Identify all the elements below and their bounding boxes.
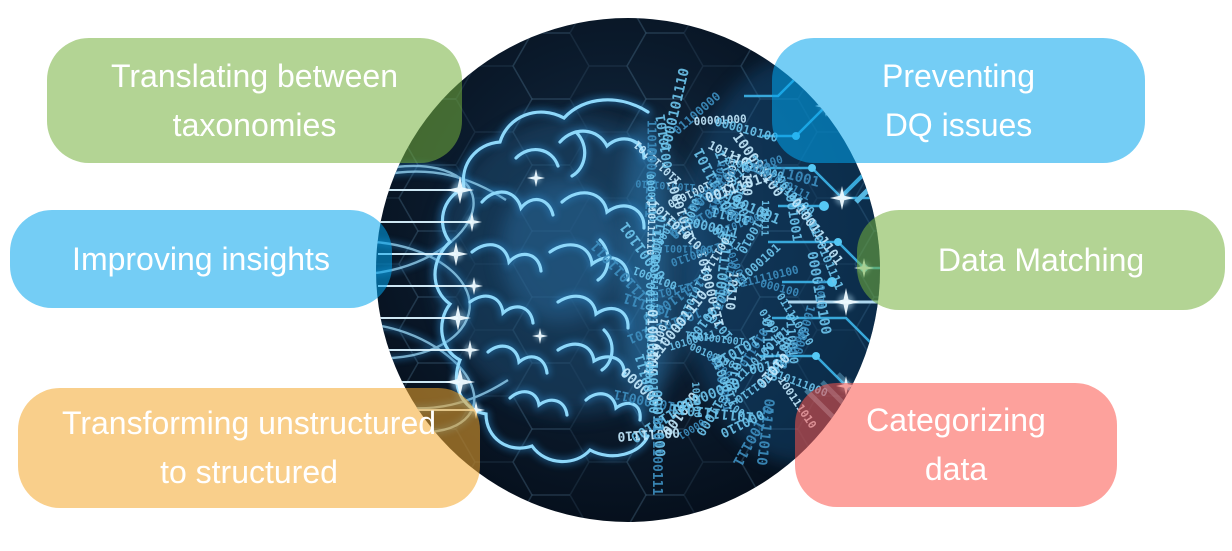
svg-text:0110010: 0110010 [783,313,801,365]
svg-text:11000: 11000 [648,228,664,265]
badge-text: Data Matching [937,241,1145,278]
svg-text:01100: 01100 [738,157,754,197]
svg-text:10101: 10101 [725,353,747,394]
label-data-matching: Data Matching [857,210,1225,310]
organic-brain-outline [433,98,650,464]
svg-text:11010001: 11010001 [642,336,656,385]
label-transforming-unstructured-to-structured: Transforming unstructured to structured [18,388,480,508]
svg-text:111110: 111110 [649,214,670,263]
svg-text:1101100: 1101100 [646,363,660,414]
svg-text:110100: 110100 [645,120,659,163]
svg-text:001001: 001001 [782,194,804,243]
svg-text:01000100: 01000100 [643,309,659,376]
label-improving-insights: Improving insights [10,210,392,308]
badge-text: Preventing DQ issues [882,57,1035,143]
label-translating-between-taxonomies: Translating between taxonomies [47,38,462,163]
svg-text:00101110: 00101110 [642,282,657,340]
svg-text:000011011: 000011011 [641,147,658,218]
svg-text:1100101010: 1100101010 [635,177,696,192]
svg-text:00011110: 00011110 [617,424,681,443]
svg-text:101000: 101000 [689,381,702,418]
svg-text:10110: 10110 [721,270,740,311]
svg-text:110111110: 110111110 [644,201,657,256]
label-categorizing-data: Categorizing data [795,383,1117,507]
label-preventing-dq-issues: Preventing DQ issues [772,38,1145,163]
svg-text:101011111: 101011111 [648,255,659,309]
svg-text:00011000: 00011000 [648,389,668,457]
svg-text:10011: 10011 [814,278,827,309]
svg-text:00001000: 00001000 [693,112,747,128]
svg-text:01111: 01111 [758,318,775,361]
badge-text: Transforming unstructured to structured [61,405,437,490]
star-glints [444,95,874,419]
svg-text:00001110: 00001110 [644,173,658,222]
badge-text: Improving insights [72,240,330,277]
svg-text:00111001: 00111001 [664,242,712,254]
svg-text:01001: 01001 [714,375,735,413]
badge-text: Translating between taxonomies [111,57,398,143]
badge-text: Categorizing data [866,402,1046,487]
svg-text:111111: 111111 [758,200,770,236]
svg-text:0101100111: 0101100111 [649,417,664,495]
